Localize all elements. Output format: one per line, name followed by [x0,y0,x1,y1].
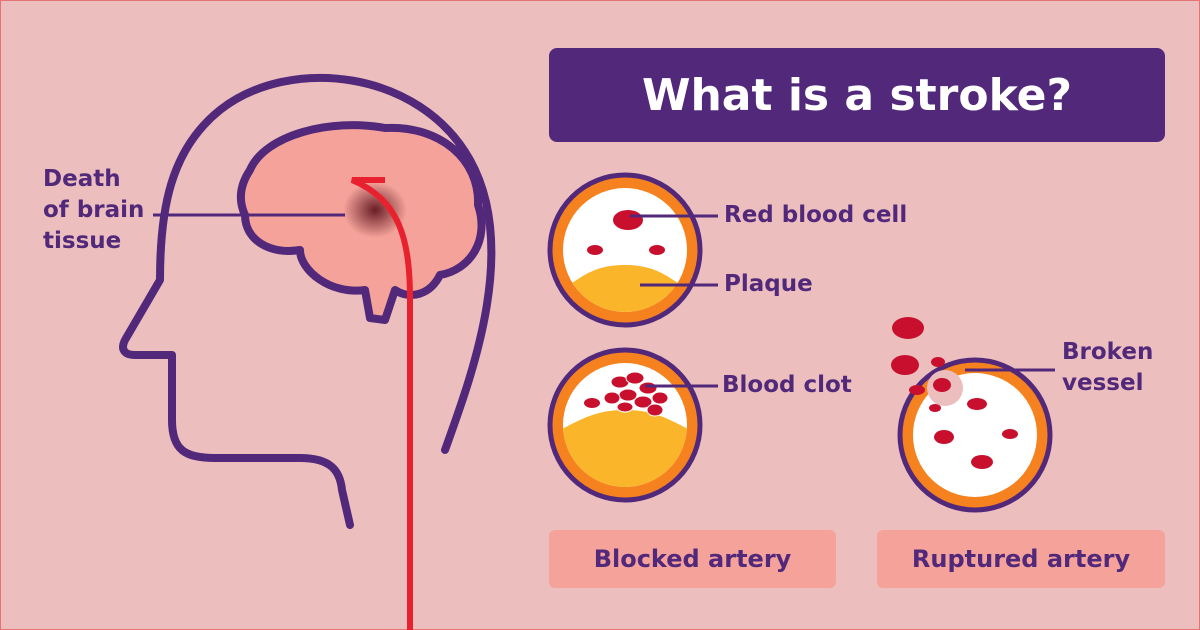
label-line: of brain [43,197,145,223]
blood-clot-label: Blood clot [722,372,852,398]
red-blood-cell-label: Red blood cell [724,202,908,228]
label-line: Death [43,166,121,192]
label-line: tissue [43,228,122,254]
artery [350,177,413,630]
dead-tissue [343,182,407,238]
page-title: What is a stroke? [549,48,1165,142]
label-line: Broken [1062,339,1154,365]
plaque-label: Plaque [724,271,813,297]
head-outline [119,73,496,529]
broken-vessel-label: Broken vessel [1062,337,1153,399]
label-line: vessel [1062,370,1144,396]
blocked-artery-caption: Blocked artery [549,530,836,588]
ruptured-artery-caption: Ruptured artery [877,530,1165,588]
brain-death-label: Death of brain tissue [43,164,144,257]
